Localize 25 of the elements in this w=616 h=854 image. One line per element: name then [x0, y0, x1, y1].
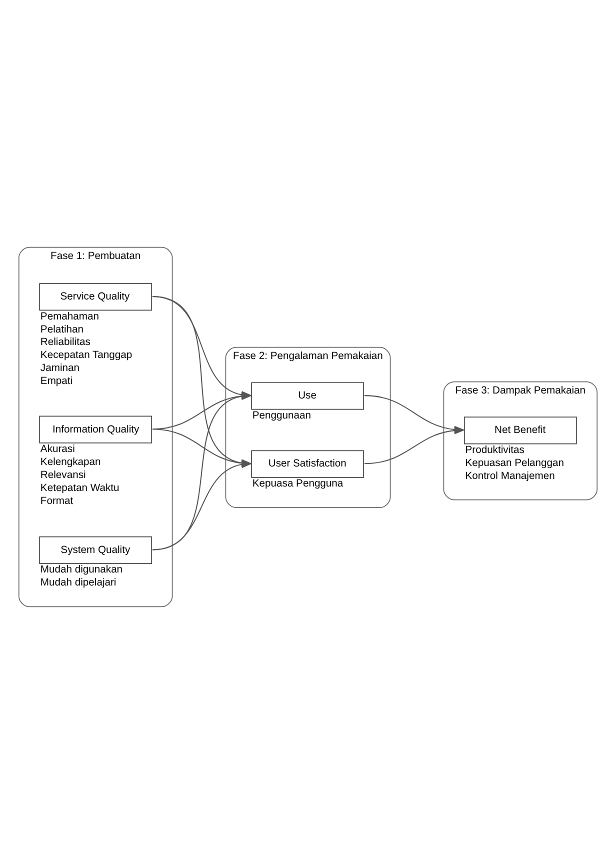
node-label: Jaminan — [40, 363, 80, 374]
node-label: Kecepatan Tanggap — [40, 350, 132, 362]
node-label: Akurasi — [40, 444, 75, 456]
node-box: Information Quality — [39, 416, 152, 444]
node-label: Kepuasa Pengguna — [252, 478, 344, 490]
node-label: Pemahaman — [40, 311, 100, 322]
node-label: Mudah dipelajari — [40, 578, 116, 589]
node-label: Kelengkapan — [40, 457, 101, 468]
node-label: Mudah digunakan — [40, 564, 123, 576]
node-label: Penggunaan — [252, 410, 312, 422]
node-label: Format — [40, 496, 74, 507]
node-label: Relevansi — [40, 470, 86, 481]
node-box: User Satisfaction — [251, 450, 364, 478]
node-label: Kontrol Manajemen — [465, 470, 555, 482]
node-box: Net Benefit — [464, 416, 577, 444]
node-label: Pelatihan — [40, 324, 84, 336]
node-box: System Quality — [39, 536, 152, 564]
arrow — [152, 428, 252, 467]
node-label: Kepuasan Pelanggan — [465, 458, 564, 469]
node-box: Use — [251, 382, 364, 410]
node-box: Service Quality — [39, 283, 152, 311]
node-label: Ketepatan Waktu — [40, 482, 120, 494]
node-label: Reliabilitas — [40, 337, 90, 348]
node-label: Produktivitas — [465, 444, 524, 456]
node-label: Empati — [40, 376, 73, 387]
